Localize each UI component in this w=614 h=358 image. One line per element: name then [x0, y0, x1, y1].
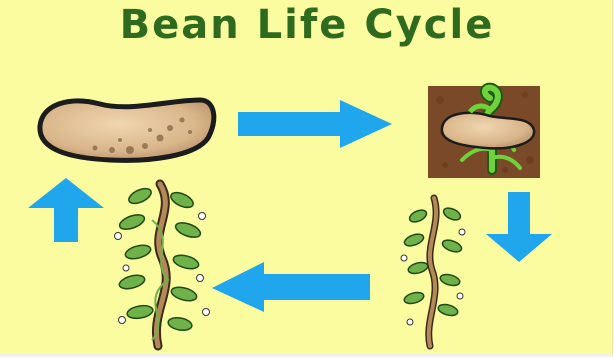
arrow-down-icon — [486, 192, 552, 262]
young-beanstalk-icon — [401, 198, 465, 346]
germinating-bean-icon — [428, 86, 540, 178]
bean-seed-icon — [40, 100, 214, 160]
arrow-right-icon — [238, 100, 392, 148]
arrow-up-icon — [28, 178, 104, 242]
arrow-left-icon — [212, 262, 370, 312]
mature-beanstalk-icon — [115, 184, 210, 346]
